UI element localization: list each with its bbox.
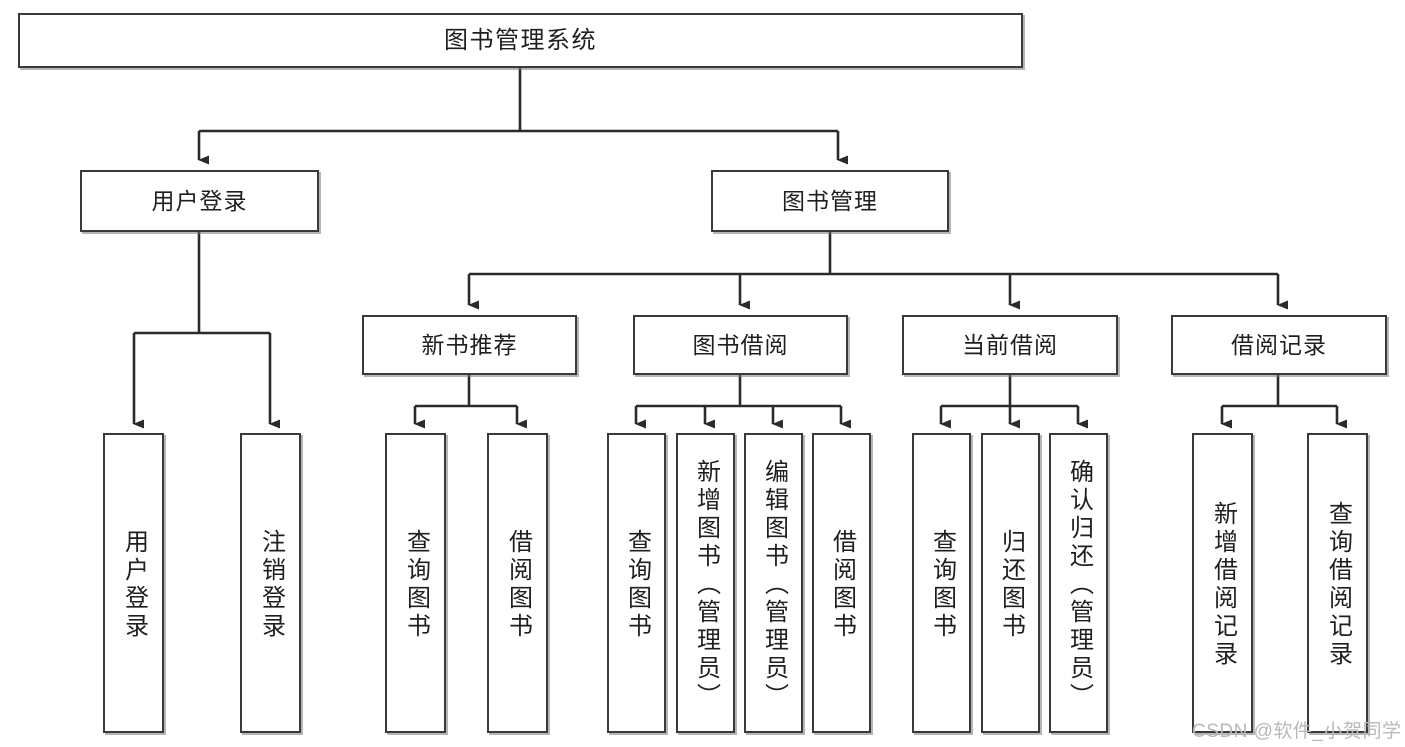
leaf-current-confirm-return-admin[interactable]: 确认归还（管理员）	[1049, 433, 1108, 733]
node-label: 归还图书	[997, 529, 1025, 641]
csdn-watermark: CSDN @软件_小贺同学	[1192, 721, 1402, 742]
node-borrow-record[interactable]: 借阅记录	[1171, 315, 1387, 375]
node-root-system[interactable]: 图书管理系统	[18, 13, 1023, 68]
node-label: 图书管理系统	[444, 26, 597, 54]
node-current-borrow[interactable]: 当前借阅	[902, 315, 1118, 375]
node-label: 用户登录	[120, 529, 148, 641]
node-label: 注销登录	[257, 529, 285, 641]
node-user-login[interactable]: 用户登录	[80, 170, 319, 232]
leaf-borrow-borrow-book[interactable]: 借阅图书	[812, 433, 871, 733]
leaf-borrow-query-book[interactable]: 查询图书	[607, 433, 666, 733]
node-label: 新书推荐	[421, 331, 518, 358]
node-label: 借阅记录	[1231, 331, 1327, 358]
leaf-user-login-logout[interactable]: 注销登录	[240, 433, 301, 733]
leaf-borrow-add-book-admin[interactable]: 新增图书（管理员）	[676, 433, 735, 733]
node-label: 借阅图书	[504, 529, 532, 641]
node-label: 查询图书	[623, 529, 651, 641]
leaf-recommend-borrow-book[interactable]: 借阅图书	[487, 433, 548, 733]
node-label: 新增图书（管理员）	[692, 459, 720, 711]
node-label: 图书管理	[782, 187, 878, 214]
node-label: 编辑图书（管理员）	[760, 459, 788, 711]
node-label: 新增借阅记录	[1209, 501, 1237, 669]
node-new-book-recommend[interactable]: 新书推荐	[362, 315, 577, 375]
leaf-record-add-record[interactable]: 新增借阅记录	[1192, 433, 1253, 733]
node-label: 查询图书	[402, 529, 430, 641]
node-label: 查询图书	[928, 529, 956, 641]
leaf-user-login-login[interactable]: 用户登录	[103, 433, 164, 733]
node-label: 确认归还（管理员）	[1065, 459, 1093, 711]
node-book-borrow[interactable]: 图书借阅	[633, 315, 848, 375]
node-book-management[interactable]: 图书管理	[711, 170, 949, 232]
node-label: 图书借阅	[692, 331, 789, 358]
leaf-record-query-record[interactable]: 查询借阅记录	[1307, 433, 1368, 733]
leaf-current-query-book[interactable]: 查询图书	[912, 433, 971, 733]
leaf-current-return-book[interactable]: 归还图书	[981, 433, 1040, 733]
node-label: 用户登录	[151, 187, 248, 214]
leaf-borrow-edit-book-admin[interactable]: 编辑图书（管理员）	[744, 433, 803, 733]
node-label: 当前借阅	[962, 331, 1058, 358]
node-label: 借阅图书	[828, 529, 856, 641]
leaf-recommend-query-book[interactable]: 查询图书	[385, 433, 446, 733]
node-label: 查询借阅记录	[1324, 501, 1352, 669]
